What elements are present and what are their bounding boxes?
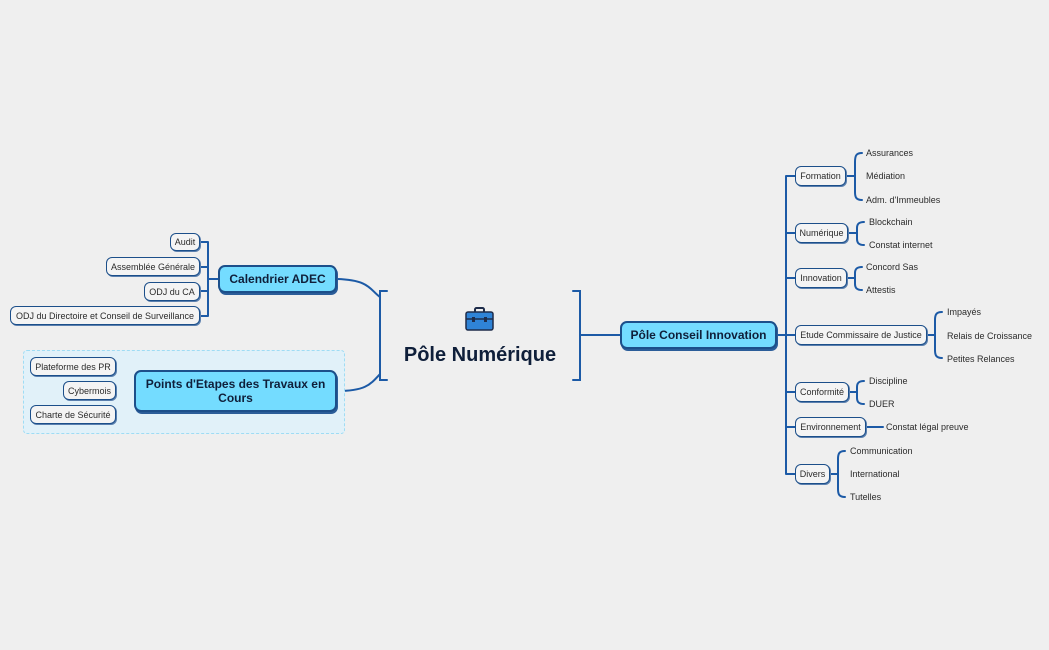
leaf-attestis[interactable]: Attestis (866, 285, 896, 295)
bracket-conformite (848, 380, 865, 405)
node-formation[interactable]: Formation (795, 166, 846, 186)
node-plateforme-pr[interactable]: Plateforme des PR (30, 357, 116, 376)
leaf-relais-croissance[interactable]: Relais de Croissance (947, 331, 1033, 341)
leaf-duer[interactable]: DUER (869, 399, 895, 409)
connector-calendrier (336, 278, 381, 298)
node-innovation[interactable]: Innovation (795, 268, 847, 288)
leaf-constat-legal-preuve[interactable]: Constat légal preuve (886, 422, 969, 432)
leaf-communication[interactable]: Communication (850, 446, 913, 456)
node-conformite[interactable]: Conformité (795, 382, 849, 402)
leaf-international[interactable]: International (850, 469, 900, 479)
briefcase-icon (465, 307, 494, 331)
central-topic[interactable]: Pôle Numérique (403, 344, 557, 366)
leaf-blockchain[interactable]: Blockchain (869, 217, 913, 227)
trunk-conseil (776, 175, 796, 475)
central-bracket-right (572, 290, 581, 381)
node-environnement[interactable]: Environnement (795, 417, 866, 437)
branch-points-etapes[interactable]: Points d'Etapes des Travaux en Cours (134, 370, 337, 412)
leaf-discipline[interactable]: Discipline (869, 376, 908, 386)
leaf-assurances[interactable]: Assurances (866, 148, 914, 158)
leaf-impayes[interactable]: Impayés (947, 307, 982, 317)
bracket-formation (845, 152, 863, 201)
leaf-adm-immeubles[interactable]: Adm. d'Immeubles (866, 195, 941, 205)
bracket-innovation (846, 266, 863, 291)
node-odj-ca[interactable]: ODJ du CA (144, 282, 200, 301)
node-assemblee-generale[interactable]: Assemblée Générale (106, 257, 200, 276)
leaf-tutelles[interactable]: Tutelles (850, 492, 882, 502)
bracket-divers (829, 450, 846, 498)
bracket-calendrier (199, 241, 219, 317)
node-etude-commissaire[interactable]: Etude Commissaire de Justice (795, 325, 927, 345)
leaf-petites-relances[interactable]: Petites Relances (947, 354, 1015, 364)
central-bracket-left (379, 290, 388, 381)
node-numerique[interactable]: Numérique (795, 223, 848, 243)
node-odj-directoire[interactable]: ODJ du Directoire et Conseil de Surveill… (10, 306, 200, 325)
branch-pole-conseil-innovation[interactable]: Pôle Conseil Innovation (620, 321, 777, 349)
leaf-constat-internet[interactable]: Constat internet (869, 240, 933, 250)
node-cybermois[interactable]: Cybermois (63, 381, 116, 400)
leaf-concord-sas[interactable]: Concord Sas (866, 262, 919, 272)
branch-calendrier-adec[interactable]: Calendrier ADEC (218, 265, 337, 293)
bracket-etude (926, 311, 943, 359)
node-audit[interactable]: Audit (170, 233, 200, 251)
node-divers[interactable]: Divers (795, 464, 830, 484)
bracket-numerique (847, 221, 865, 246)
leaf-mediation[interactable]: Médiation (866, 171, 906, 181)
node-charte-securite[interactable]: Charte de Sécurité (30, 405, 116, 424)
